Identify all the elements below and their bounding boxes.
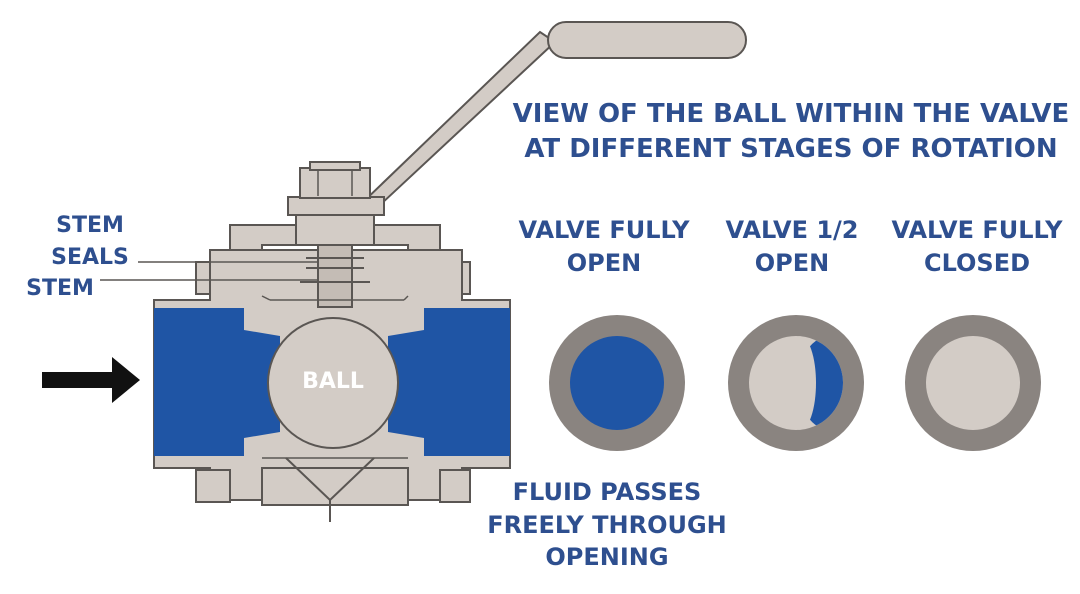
stem-label-top: STEM [56, 213, 124, 238]
ball [267, 317, 399, 449]
fluid-passage [154, 308, 510, 456]
fluid-caption-line-3: OPENING [545, 543, 668, 571]
stage-2-title-line-2: OPEN [755, 249, 829, 277]
fluid-caption-line-1: FLUID PASSES [513, 478, 702, 506]
stage-1-title-line-1: VALVE FULLY [519, 216, 691, 244]
stage-3-title-line-1: VALVE FULLY [892, 216, 1064, 244]
ball-label: BALL [302, 369, 364, 394]
flow-arrow-icon [42, 357, 140, 403]
seals-label: SEALS [51, 245, 129, 270]
stage-1-title-line-2: OPEN [567, 249, 641, 277]
heading-line-2: AT DIFFERENT STAGES OF ROTATION [524, 134, 1057, 164]
stage-3-title-line-2: CLOSED [924, 249, 1030, 277]
stage-3-ball-fully-closed [905, 315, 1041, 451]
stage-2-ball-half-open [728, 315, 864, 451]
fluid-caption-line-2: FREELY THROUGH [487, 511, 727, 539]
stage-1-ball-fully-open [549, 315, 685, 451]
valve-handle [287, 21, 747, 216]
heading-line-1: VIEW OF THE BALL WITHIN THE VALVE [513, 99, 1070, 129]
stem-label-bottom: STEM [26, 276, 94, 301]
stage-2-title-line-1: VALVE 1/2 [726, 216, 859, 244]
